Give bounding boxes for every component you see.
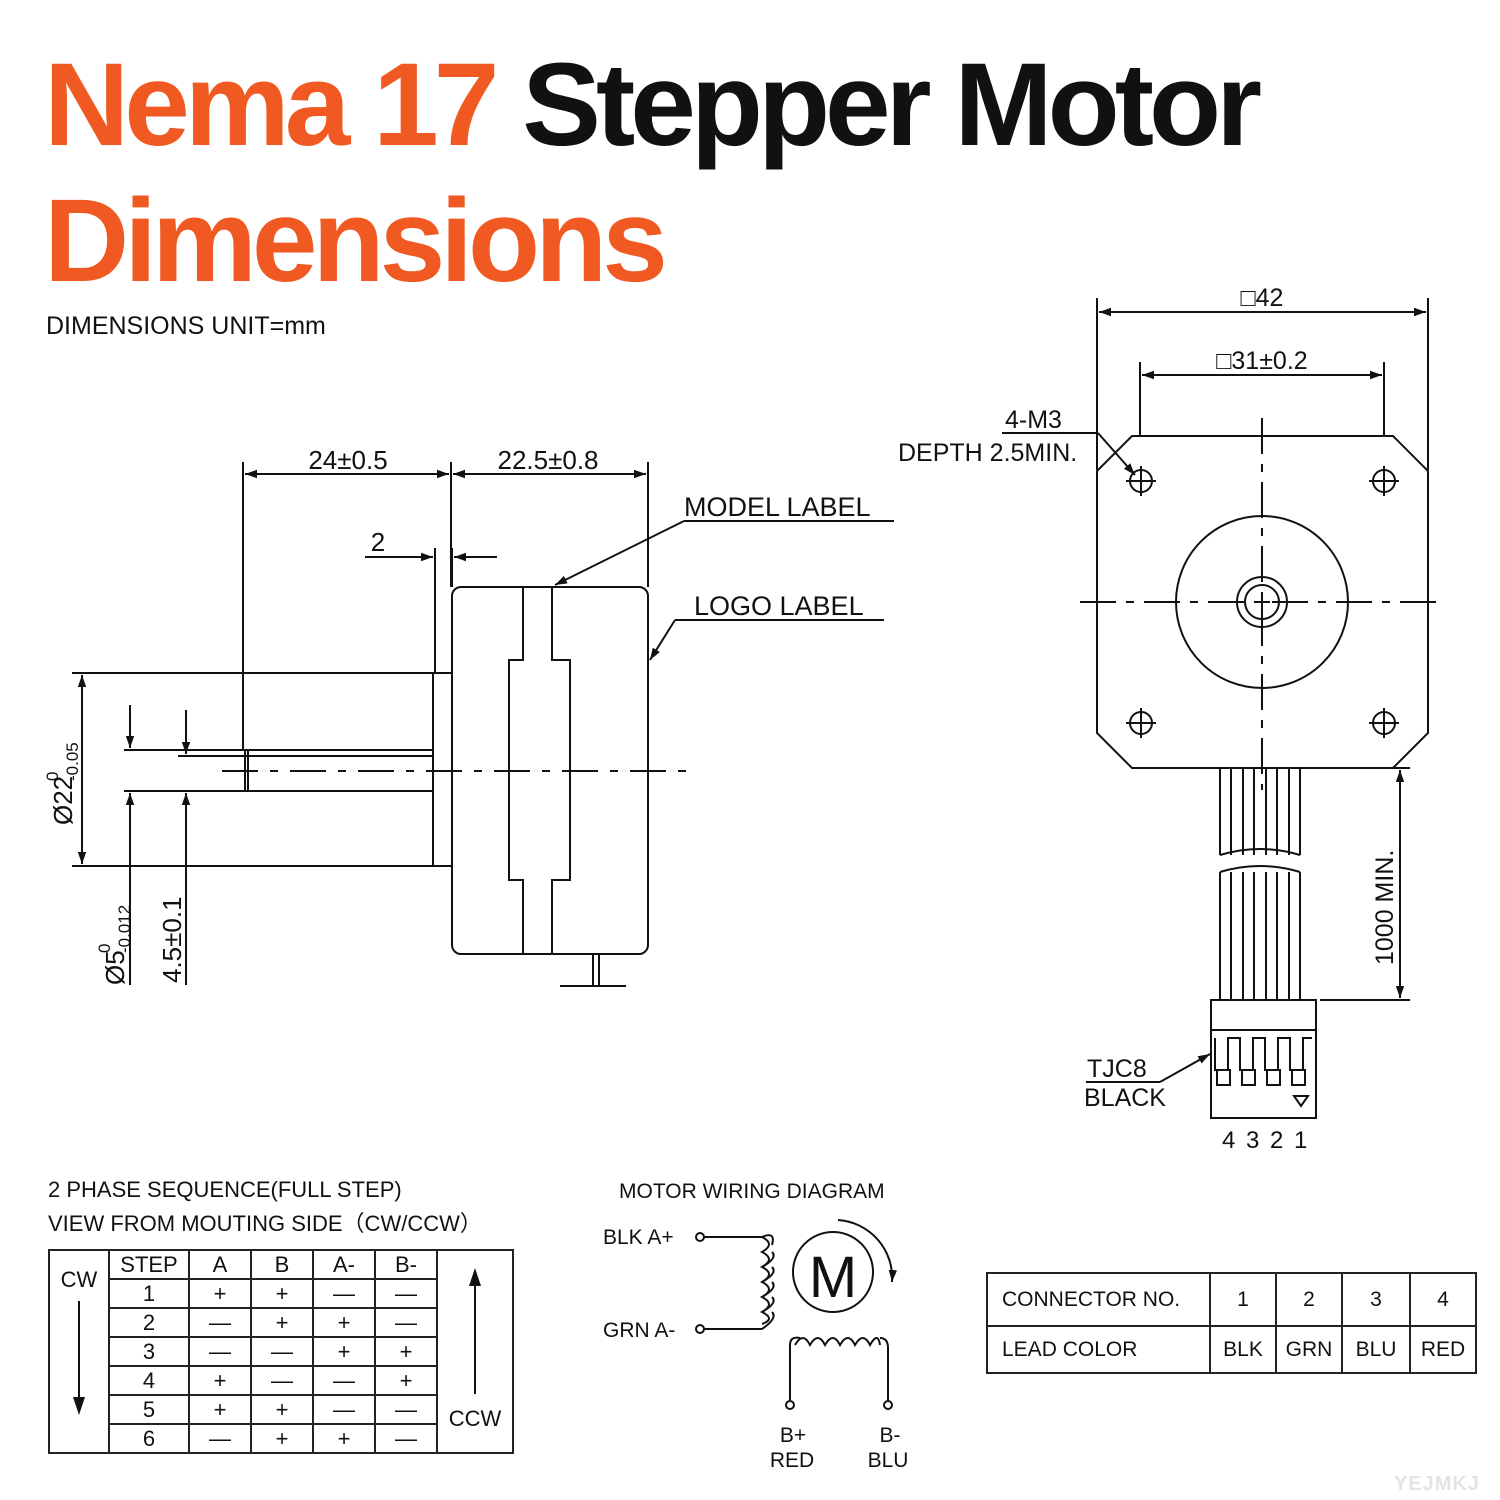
cw-arrow-icon xyxy=(73,1301,85,1415)
connector-model: TJC8 xyxy=(1087,1055,1147,1083)
logo-label-callout: LOGO LABEL xyxy=(694,591,864,621)
hole-spec: 4-M3 xyxy=(1005,406,1062,434)
wire-a-plus-label: BLK A+ xyxy=(603,1226,674,1249)
header-b: B xyxy=(250,1249,314,1280)
lead-color-label: LEAD COLOR xyxy=(986,1325,1211,1374)
boss-diameter-dim: Ø22 0 -0.05 xyxy=(43,742,82,825)
dim-shaft-length: 24±0.5 xyxy=(308,445,387,475)
dim-boss-thickness: 2 xyxy=(371,527,385,557)
motor-symbol: M xyxy=(809,1245,857,1310)
sequence-heading: 2 PHASE SEQUENCE(FULL STEP) xyxy=(48,1177,402,1202)
wire-b-minus-color: BLU xyxy=(868,1449,909,1472)
front-view xyxy=(1002,298,1446,1119)
side-view xyxy=(72,462,894,987)
table-row: 6—++— xyxy=(49,1423,513,1454)
connector-no-label: CONNECTOR NO. xyxy=(986,1272,1211,1327)
title-model: Nema 17 xyxy=(44,39,499,171)
wire-b-minus-label: B- xyxy=(880,1424,901,1447)
table-row: CONNECTOR NO. 1 2 3 4 xyxy=(986,1272,1477,1327)
connector-color: BLACK xyxy=(1084,1084,1166,1112)
wire-b-plus-color: RED xyxy=(770,1449,814,1472)
header-a: A xyxy=(188,1249,252,1280)
sequence-subheading: VIEW FROM MOUTING SIDE（CW/CCW） xyxy=(48,1211,482,1236)
page-title-line2: Dimensions xyxy=(44,175,668,307)
cw-label: CW xyxy=(60,1267,98,1292)
ccw-label: CCW xyxy=(448,1406,502,1431)
table-row: 5++—— xyxy=(49,1394,513,1425)
wiring-diagram xyxy=(695,1219,898,1410)
svg-text:0: 0 xyxy=(95,944,114,953)
dim-body-square: □42 xyxy=(1241,284,1284,312)
header-b-minus: B- xyxy=(374,1249,438,1280)
header-step: STEP xyxy=(108,1249,190,1280)
table-row: 1++—— xyxy=(49,1278,513,1309)
cw-column: CW xyxy=(48,1249,110,1454)
connector-table: CONNECTOR NO. 1 2 3 4 LEAD COLOR BLK GRN… xyxy=(986,1272,1477,1374)
svg-text:-0.05: -0.05 xyxy=(63,742,82,781)
svg-text:0: 0 xyxy=(43,772,62,781)
units-note: DIMENSIONS UNIT=mm xyxy=(46,312,326,340)
ccw-arrow-icon xyxy=(469,1268,481,1394)
wire-a-minus-label: GRN A- xyxy=(603,1319,675,1342)
table-row: LEAD COLOR BLK GRN BLU RED xyxy=(986,1325,1477,1374)
flat-dim: 4.5±0.1 xyxy=(157,896,187,983)
watermark: YEJMKJ xyxy=(1393,1473,1480,1495)
dim-hole-spacing: □31±0.2 xyxy=(1216,347,1307,375)
lead-length: 1000 MIN. xyxy=(1371,850,1399,965)
hole-depth: DEPTH 2.5MIN. xyxy=(898,439,1077,467)
table-row: 4+——+ xyxy=(49,1365,513,1396)
model-label-callout: MODEL LABEL xyxy=(684,492,871,522)
page-title: Nema 17 Stepper Motor xyxy=(44,46,1262,164)
header-a-minus: A- xyxy=(312,1249,376,1280)
title-product: Stepper Motor xyxy=(522,39,1262,171)
wire-b-plus-label: B+ xyxy=(780,1424,806,1447)
dim-body-length: 22.5±0.8 xyxy=(497,445,598,475)
phase-sequence-table: CW STEP A B A- B- CCW 1++—— 2—++— 3——++ … xyxy=(48,1249,514,1454)
table-row: 3——++ xyxy=(49,1336,513,1367)
table-row: 2—++— xyxy=(49,1307,513,1338)
shaft-diameter-dim: Ø5 0 -0.012 xyxy=(95,905,134,985)
svg-text:-0.012: -0.012 xyxy=(115,905,134,953)
wiring-title: MOTOR WIRING DIAGRAM xyxy=(619,1180,885,1203)
ccw-column: CCW xyxy=(436,1249,514,1454)
svg-text:Ø22: Ø22 xyxy=(48,776,78,825)
svg-text:Ø5: Ø5 xyxy=(100,950,130,985)
connector-pin-numbers: 4 3 2 1 xyxy=(1222,1127,1309,1154)
